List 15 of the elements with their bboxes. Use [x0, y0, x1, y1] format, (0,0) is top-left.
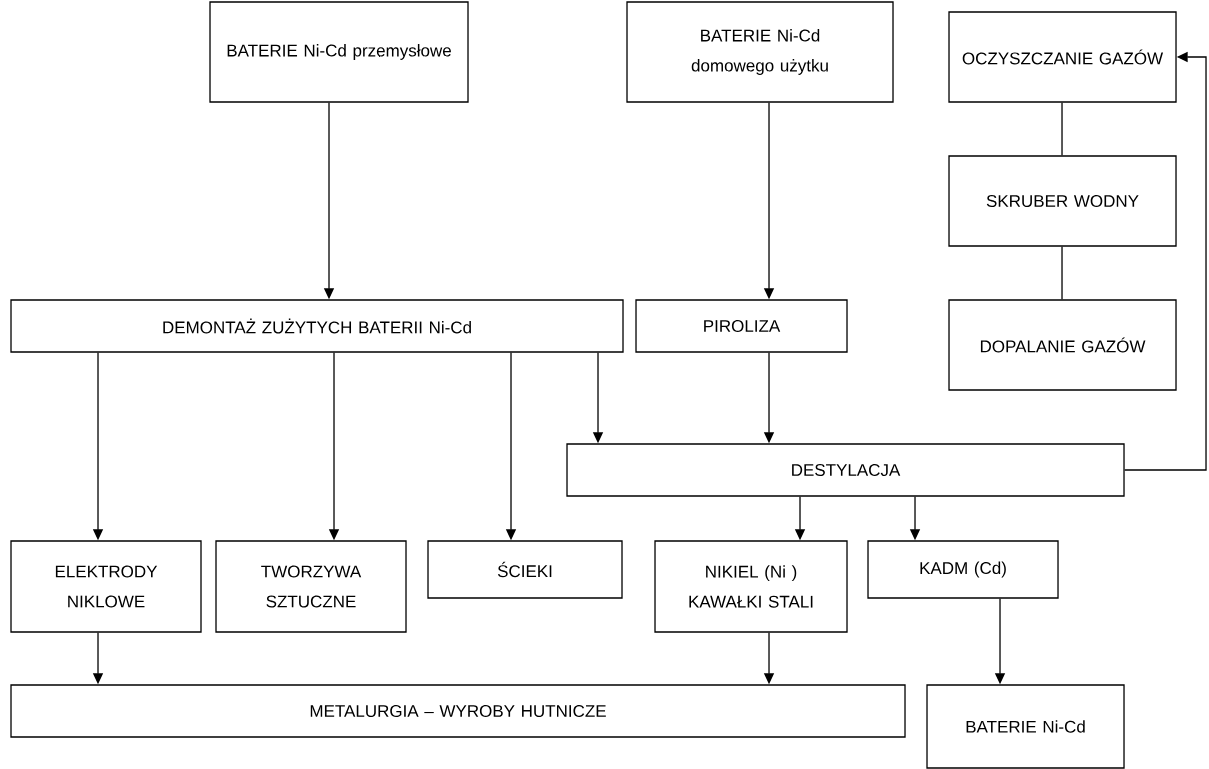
process-box: BATERIE Ni-Cd przemysłowe — [209, 1, 469, 103]
process-box: DESTYLACJA — [566, 443, 1125, 497]
process-box: NIKIEL (Ni ) KAWAŁKI STALI — [654, 540, 848, 633]
process-box: TWORZYWA SZTUCZNE — [215, 540, 407, 633]
process-box: ELEKTRODY NIKLOWE — [10, 540, 202, 633]
process-box: DEMONTAŻ ZUŻYTYCH BATERII Ni-Cd — [10, 299, 624, 353]
process-box: BATERIE Ni-Cd domowego użytku — [626, 1, 894, 103]
process-box: METALURGIA – WYROBY HUTNICZE — [10, 684, 906, 738]
process-box: SKRUBER WODNY — [948, 155, 1177, 247]
process-box: PIROLIZA — [635, 299, 848, 353]
process-box: BATERIE Ni-Cd — [926, 684, 1125, 769]
process-box: OCZYSZCZANIE GAZÓW — [948, 11, 1177, 103]
process-box: KADM (Cd) — [867, 540, 1059, 599]
process-box: DOPALANIE GAZÓW — [948, 299, 1177, 391]
process-box: ŚCIEKI — [427, 540, 623, 599]
